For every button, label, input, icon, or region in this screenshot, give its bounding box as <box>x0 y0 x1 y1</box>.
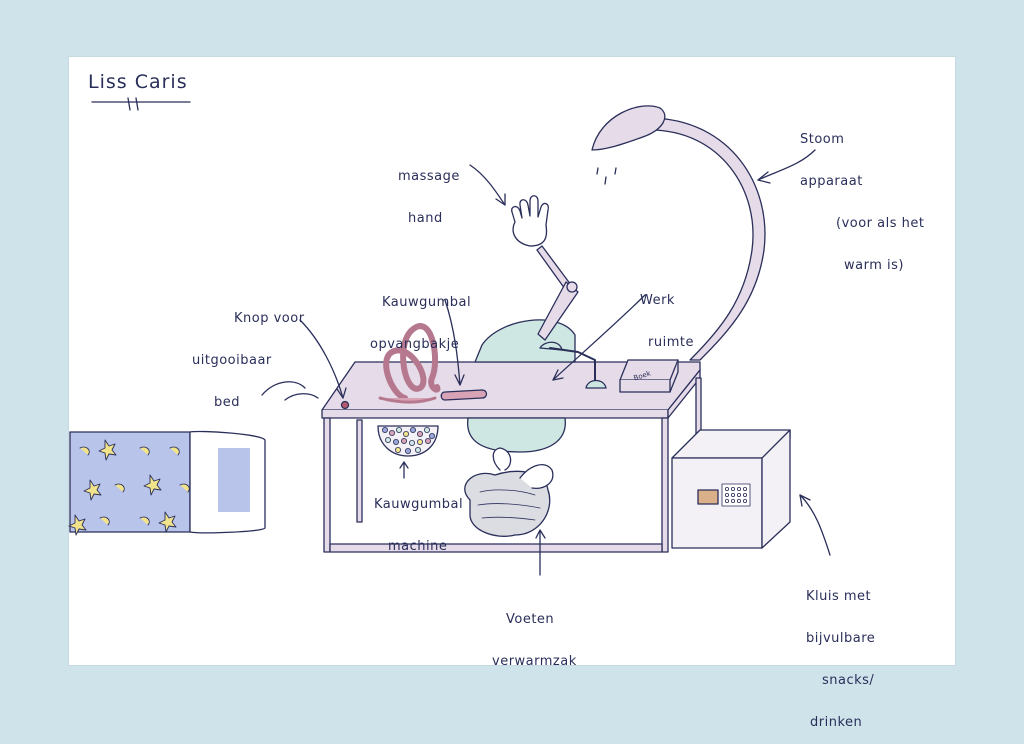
steam-drops <box>596 167 617 185</box>
label-bed-button: Knop voor uitgooibaar bed <box>192 311 305 410</box>
safe-keypad <box>721 483 751 507</box>
title-marks <box>127 97 139 111</box>
chair-back <box>474 319 576 363</box>
chair-seat <box>466 417 566 453</box>
gumballs <box>381 426 435 454</box>
steam-head <box>591 105 666 151</box>
label-safe: Kluis met bijvulbare snacks/ drinken <box>806 589 876 730</box>
label-steam-device: Stoom apparaat (voor als het warm is) <box>800 132 925 273</box>
foot-arrow <box>535 529 546 576</box>
label-massage-hand: massage hand <box>398 169 460 226</box>
label-foot-warmer: Voeten verwarmzak <box>492 612 577 669</box>
massage-hand <box>511 195 549 247</box>
safe-arrow <box>799 494 831 556</box>
gumball-tube <box>383 323 441 401</box>
safe-display <box>697 489 719 505</box>
work-arrow <box>552 294 646 381</box>
steam-arm <box>649 117 766 361</box>
label-gumball-catch: Kauwgumbal opvangbakje <box>370 295 472 352</box>
bed-pattern <box>68 439 190 536</box>
author-name: Liss Caris <box>88 71 188 93</box>
tray-arrow <box>444 299 461 386</box>
sketch-canvas: Boek <box>68 97 831 576</box>
label-work-space: Werk ruimte <box>640 293 694 350</box>
button-arrow <box>299 319 344 399</box>
desk-leg-back-left <box>356 419 363 523</box>
desk-leg-front-left <box>323 417 331 553</box>
gumball-arrow <box>399 461 409 479</box>
label-gumball-machine: Kauwgumbal machine <box>374 497 464 554</box>
gumball-tray <box>440 389 488 401</box>
hand-arrow <box>469 164 506 206</box>
steam-arrow <box>757 149 816 181</box>
bed-button <box>340 400 350 410</box>
desk-leg-front-right <box>661 417 669 553</box>
safe-side <box>761 429 791 549</box>
desk-bottom-bar <box>329 543 663 553</box>
throw-motion <box>261 381 319 401</box>
